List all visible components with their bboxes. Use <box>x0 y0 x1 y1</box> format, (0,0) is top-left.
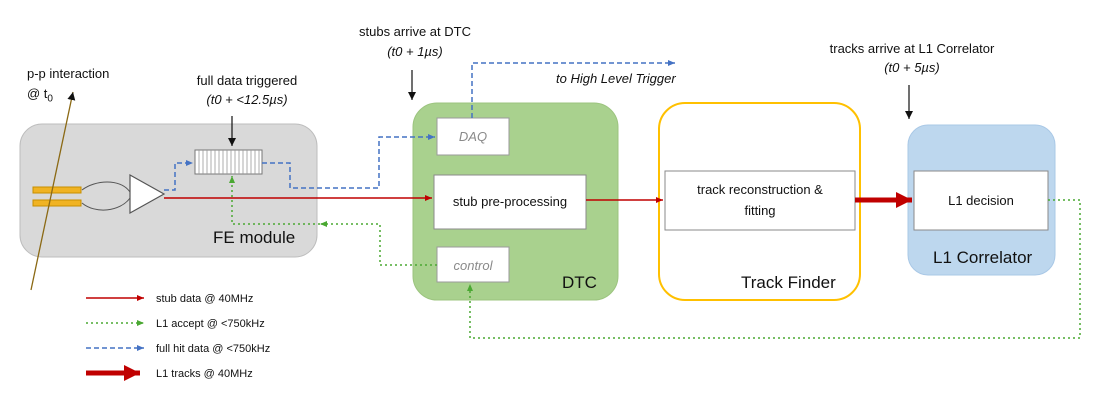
daq-label: DAQ <box>458 129 488 144</box>
dtc-label: DTC <box>562 273 597 292</box>
l1-accept-return-line <box>467 199 1081 339</box>
pp-interaction-time: @ t0 <box>27 86 53 108</box>
particle-track <box>30 91 76 291</box>
stubs-arrive-time: (t0 + 1µs) <box>387 44 443 59</box>
l1-decision-box <box>913 170 1049 231</box>
pp-interaction-label: p-p interaction <box>27 66 110 81</box>
stubs-arrive-label: stubs arrive at DTC <box>359 24 471 39</box>
tracks-arrive-label: tracks arrive at L1 Correlator <box>829 41 995 56</box>
track-finder-label: Track Finder <box>741 273 836 292</box>
l1-decision-label: L1 decision <box>948 193 1014 208</box>
track-reconstruction-box <box>664 170 856 231</box>
track-reconstruction-label-line1: track reconstruction & <box>697 182 823 197</box>
stub-preprocessing-label: stub pre-processing <box>452 194 568 209</box>
pp-time-prefix: @ t <box>27 86 48 101</box>
full-data-triggered-label: full data triggered <box>196 73 298 88</box>
l1-correlator-label: L1 Correlator <box>933 248 1033 267</box>
tracks-arrive-time: (t0 + 5µs) <box>884 60 940 75</box>
control-label: control <box>453 258 493 273</box>
hit-data-to-hlt <box>471 60 675 118</box>
pipeline-buffer <box>194 149 263 175</box>
fe-module-label: FE module <box>213 228 296 247</box>
stub-preprocessing-box <box>433 174 587 230</box>
sensor-bottom <box>32 199 82 207</box>
legend-label-hit-data: full hit data @ <750kHz <box>156 343 271 355</box>
daq-box <box>436 117 510 156</box>
l1-accept-to-buffer <box>229 176 320 225</box>
pipeline-buffer-cells <box>198 150 260 174</box>
hit-data-to-daq <box>262 134 435 189</box>
legend-label-stub-data: stub data @ 40MHz <box>156 293 254 305</box>
legend-label-l1-accept: L1 accept @ <750kHz <box>156 318 265 330</box>
hit-data-into-buffer <box>164 160 193 191</box>
pp-time-subscript: 0 <box>47 93 53 105</box>
track-reconstruction-label-line2: fitting <box>744 203 776 218</box>
control-box <box>436 246 510 283</box>
sensor-wire-loop <box>81 181 131 211</box>
to-high-level-trigger-label: to High Level Trigger <box>556 71 676 86</box>
sensor-top <box>32 186 82 194</box>
amplifier-icon <box>129 173 166 215</box>
full-data-triggered-time: (t0 + <12.5µs) <box>206 92 288 107</box>
legend-label-l1-tracks: L1 tracks @ 40MHz <box>156 368 253 380</box>
